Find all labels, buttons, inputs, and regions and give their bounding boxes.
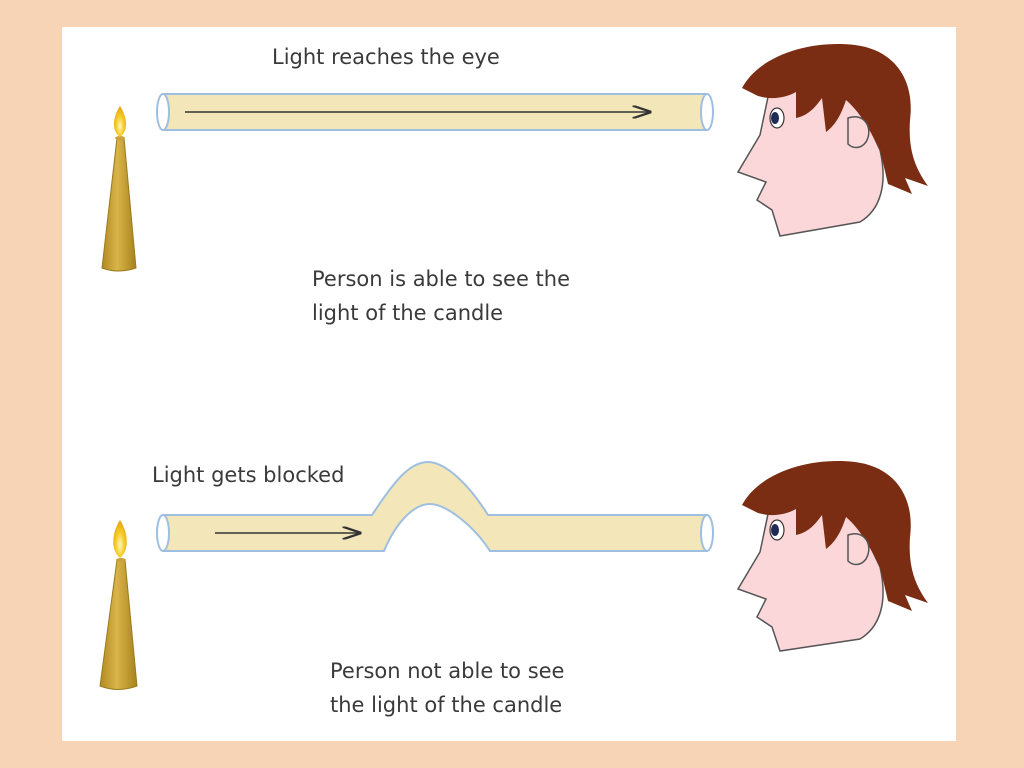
bottom-bent-light-tube xyxy=(156,460,714,552)
top-candle-flame-icon xyxy=(114,106,126,137)
top-candle xyxy=(101,136,137,272)
bottom-caption-line-1: Person not able to see xyxy=(330,659,565,683)
bottom-candle xyxy=(99,558,138,690)
top-caption-line-2: light of the candle xyxy=(312,301,504,325)
top-person-head xyxy=(736,44,928,237)
top-caption-line-1: Person is able to see the xyxy=(312,267,570,291)
bottom-person-head xyxy=(736,461,928,652)
bottom-person-eye-icon xyxy=(769,519,785,541)
top-scene-caption: Person is able to see the light of the c… xyxy=(312,262,570,330)
top-scene-label: Light reaches the eye xyxy=(272,45,500,69)
bottom-scene-caption: Person not able to see the light of the … xyxy=(330,654,564,722)
bottom-scene-label: Light gets blocked xyxy=(152,463,345,487)
bottom-caption-line-2: the light of the candle xyxy=(330,693,563,717)
bottom-candle-flame-icon xyxy=(113,520,127,558)
top-person-eye-icon xyxy=(769,107,785,129)
